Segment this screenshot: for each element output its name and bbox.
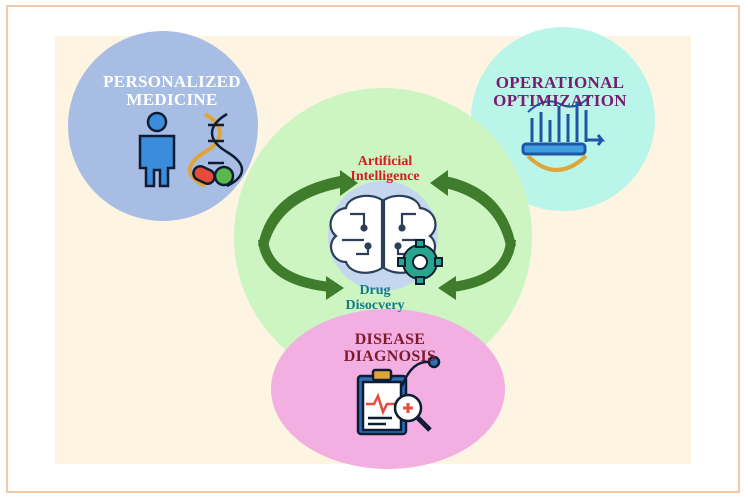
personalized-medicine-line2: MEDICINE — [126, 90, 218, 110]
operational-optimization-line1: OPERATIONAL — [495, 73, 625, 92]
pill-icon — [192, 165, 235, 187]
personalized-medicine-line1: PERSONALIZED — [103, 72, 241, 91]
clipboard-icon — [356, 368, 408, 436]
personalized-medicine-label: PERSONALIZED MEDICINE — [102, 72, 242, 110]
drug-discovery-label: Drug Disocvery — [315, 283, 435, 313]
magnifier-icon — [393, 393, 432, 432]
arrow-top-right — [445, 176, 516, 246]
drug-discovery-line1: Drug — [359, 283, 391, 298]
drug-discovery-line2: Disocvery — [345, 298, 405, 314]
operational-optimization-circle — [471, 27, 655, 211]
disease-diagnosis-line2: DIAGNOSIS — [343, 348, 437, 366]
gear-icon — [397, 239, 443, 285]
disease-diagnosis-label: DISEASE DIAGNOSIS — [330, 331, 450, 366]
stethoscope-icon — [400, 355, 441, 387]
arrow-top-right-head — [430, 170, 448, 196]
operational-optimization-line2: OPTIMIZATION — [493, 91, 627, 111]
analytics-gear-icon — [521, 95, 606, 172]
operational-optimization-label: OPERATIONAL OPTIMIZATION — [470, 73, 650, 111]
artificial-intelligence-line2: Intelligence — [350, 169, 420, 185]
arrow-bottom-right-head — [438, 276, 456, 300]
arrow-bottom-left-head — [326, 276, 344, 300]
cycle-arrows — [258, 170, 516, 300]
brain-circuit-icon — [329, 194, 437, 274]
arrow-top-left — [258, 176, 340, 246]
person-icon — [138, 111, 176, 188]
dna-icon — [188, 112, 244, 188]
artificial-intelligence-label: Artificial Intelligence — [315, 154, 455, 184]
disease-diagnosis-line1: DISEASE — [354, 331, 426, 348]
artificial-intelligence-line1: Artificial — [357, 154, 413, 169]
arrow-top-left-head — [340, 170, 358, 196]
arrow-bottom-right — [452, 240, 516, 292]
arrow-bottom-left — [258, 240, 330, 292]
